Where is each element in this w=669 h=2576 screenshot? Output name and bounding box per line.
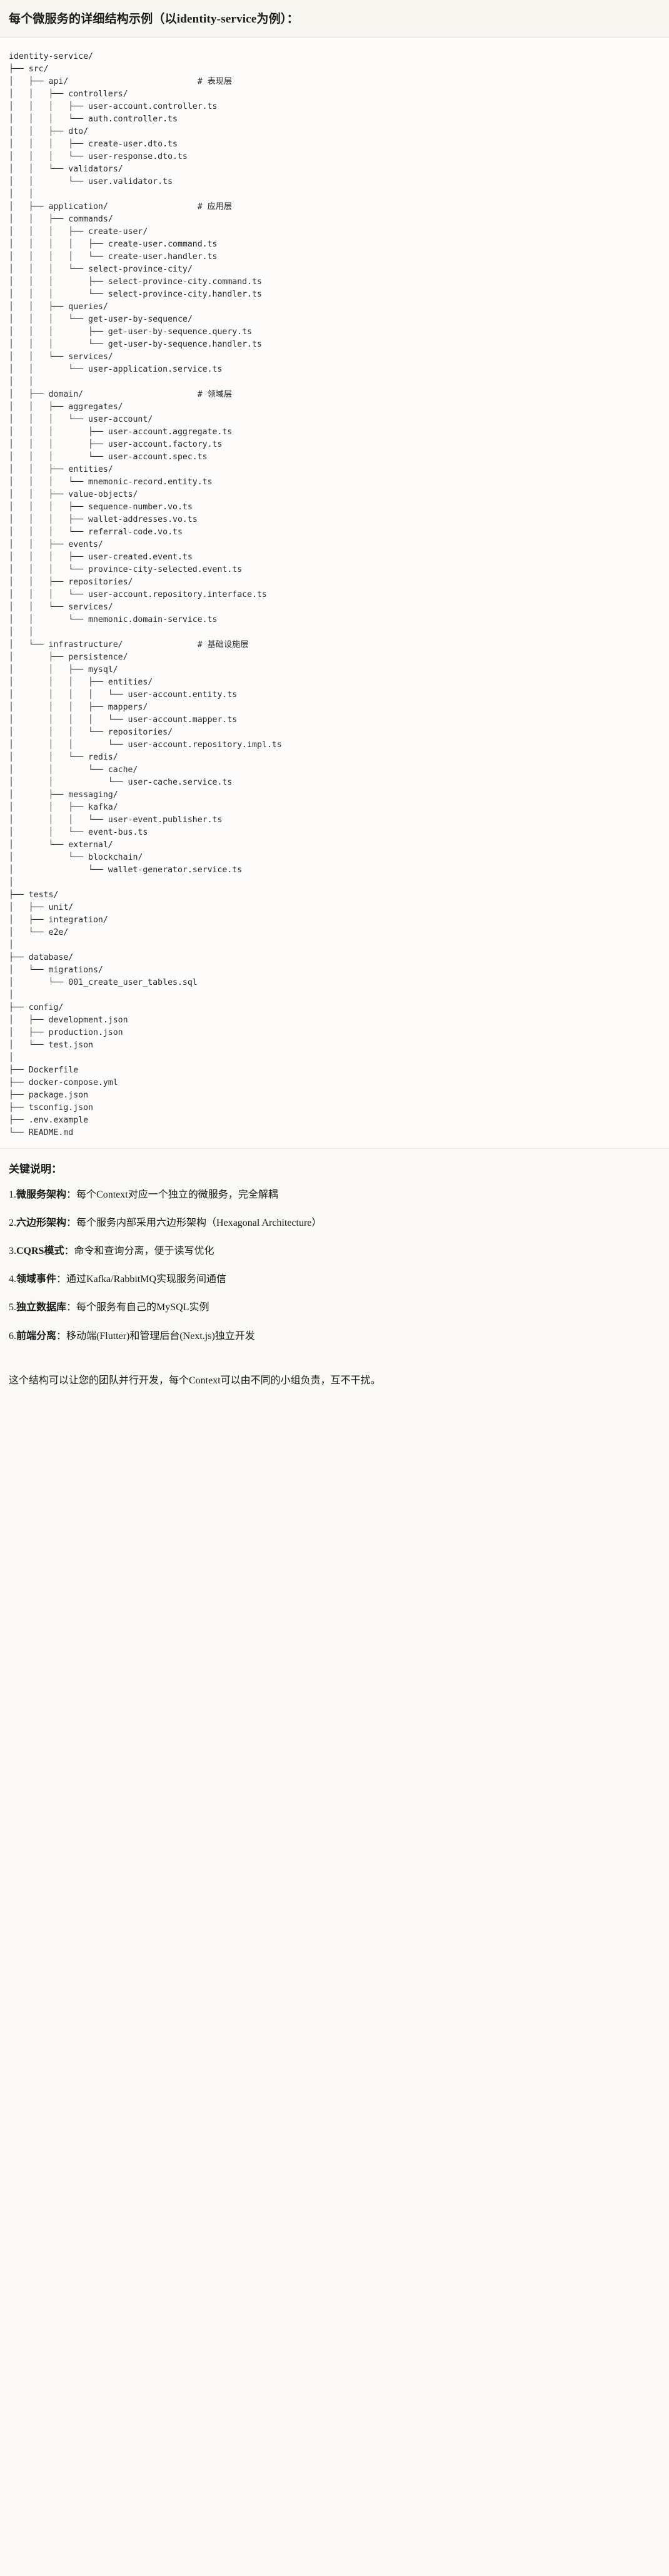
note-description: 命令和查询分离，便于读写优化	[74, 1246, 214, 1257]
note-description: 通过Kafka/RabbitMQ实现服务间通信	[66, 1274, 227, 1285]
directory-tree-block: identity-service/ ├── src/ │ ├── api/ # …	[0, 38, 669, 1148]
note-description: 每个服务内部采用六边形架构（Hexagonal Architecture）	[76, 1217, 322, 1228]
document-header: 每个微服务的详细结构示例（以identity-service为例）：	[0, 0, 669, 38]
note-number: 2.	[9, 1217, 16, 1228]
note-separator: ：	[56, 1274, 67, 1285]
list-item: 6.前端分离：移动端(Flutter)和管理后台(Next.js)独立开发	[9, 1329, 660, 1343]
key-notes-list: 1.微服务架构：每个Context对应一个独立的微服务，完全解耦 2.六边形架构…	[9, 1188, 660, 1343]
note-term: 独立数据库	[16, 1302, 67, 1313]
closing-paragraph: 这个结构可以让您的团队并行开发，每个Context可以由不同的小组负责，互不干扰…	[0, 1373, 669, 1403]
note-number: 3.	[9, 1246, 16, 1257]
note-number: 6.	[9, 1330, 16, 1341]
list-item: 1.微服务架构：每个Context对应一个独立的微服务，完全解耦	[9, 1188, 660, 1202]
note-number: 5.	[9, 1302, 16, 1313]
list-item: 2.六边形架构：每个服务内部采用六边形架构（Hexagonal Architec…	[9, 1216, 660, 1230]
note-term: 领域事件	[16, 1274, 57, 1285]
note-term: 前端分离	[16, 1330, 57, 1341]
note-term: CQRS模式	[16, 1246, 64, 1257]
list-item: 5.独立数据库：每个服务有自己的MySQL实例	[9, 1300, 660, 1315]
note-number: 1.	[9, 1189, 16, 1200]
note-description: 每个服务有自己的MySQL实例	[76, 1302, 209, 1313]
note-description: 移动端(Flutter)和管理后台(Next.js)独立开发	[66, 1330, 255, 1341]
key-notes-section: 关键说明： 1.微服务架构：每个Context对应一个独立的微服务，完全解耦 2…	[0, 1148, 669, 1363]
note-term: 微服务架构	[16, 1189, 67, 1200]
list-item: 3.CQRS模式：命令和查询分离，便于读写优化	[9, 1244, 660, 1258]
note-separator: ：	[66, 1217, 77, 1228]
note-separator: ：	[66, 1189, 77, 1200]
key-notes-heading: 关键说明：	[9, 1163, 62, 1175]
directory-tree: identity-service/ ├── src/ │ ├── api/ # …	[9, 51, 282, 1138]
note-separator: ：	[66, 1302, 77, 1313]
note-description: 每个Context对应一个独立的微服务，完全解耦	[76, 1189, 278, 1200]
note-separator: ：	[56, 1330, 67, 1341]
note-separator: ：	[64, 1246, 74, 1257]
note-term: 六边形架构	[16, 1217, 67, 1228]
page-title: 每个微服务的详细结构示例（以identity-service为例）：	[9, 13, 299, 26]
list-item: 4.领域事件：通过Kafka/RabbitMQ实现服务间通信	[9, 1272, 660, 1286]
note-number: 4.	[9, 1274, 16, 1285]
